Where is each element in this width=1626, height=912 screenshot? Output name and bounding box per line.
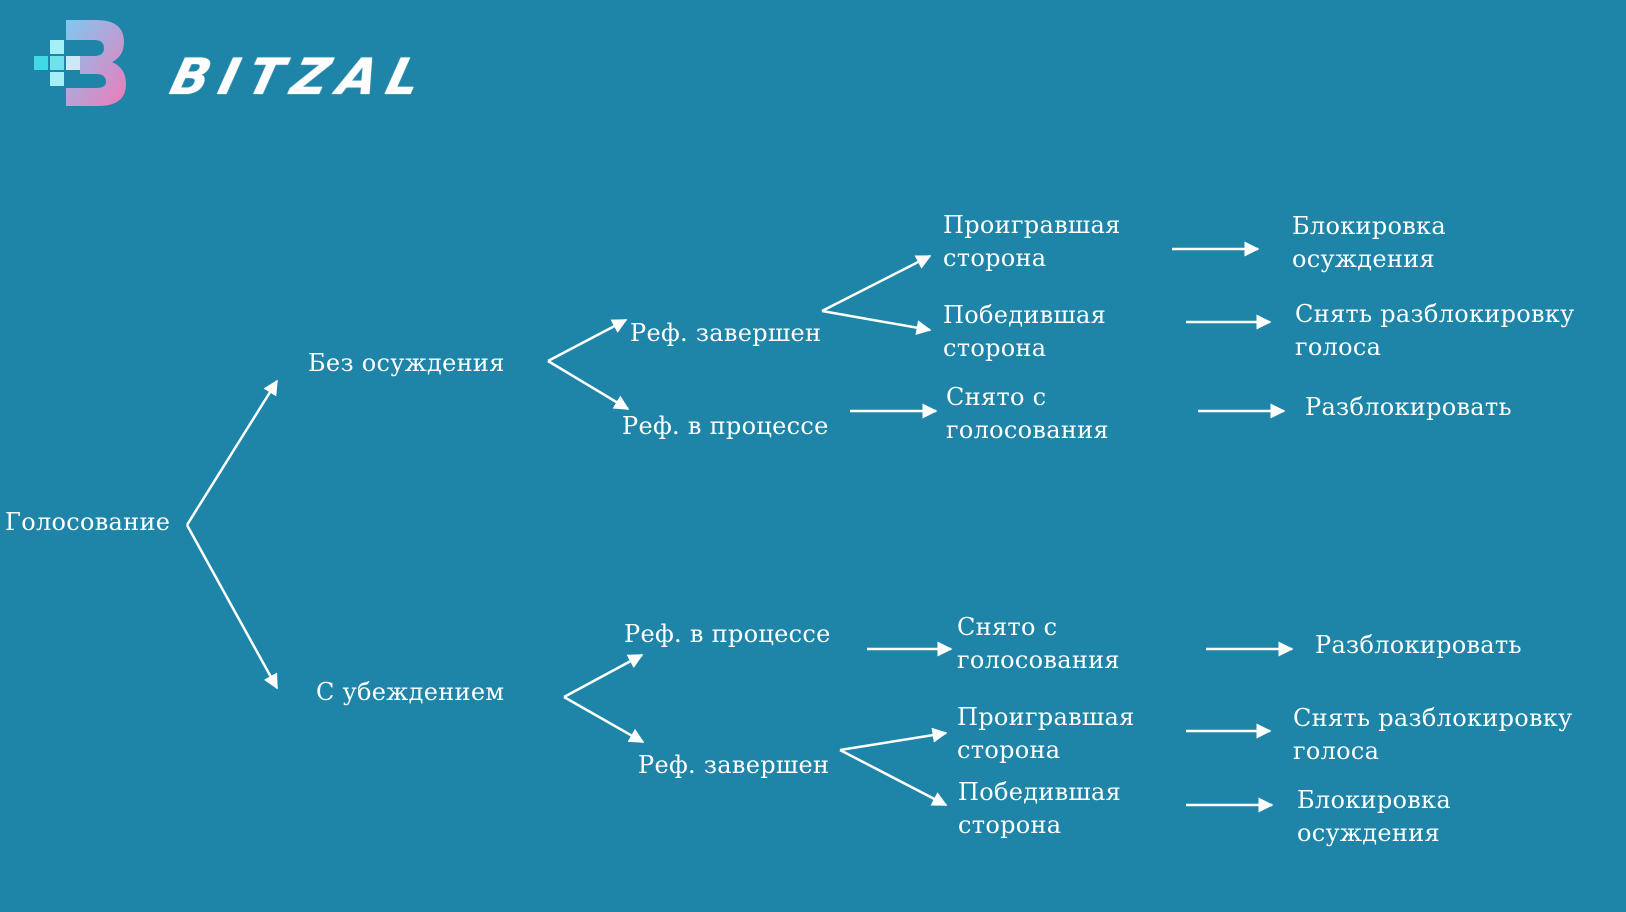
- arrow-b-to-ref-done: [563, 695, 645, 744]
- node-a-block-conviction: Блокировка осуждения: [1292, 212, 1446, 273]
- bitzal-logo: BITZAL: [34, 20, 484, 112]
- node-a-unlock: Разблокировать: [1305, 393, 1512, 421]
- node-a-unlock-vote: Снять разблокировку голоса: [1295, 300, 1575, 361]
- node-with-conviction: С убеждением: [316, 678, 505, 706]
- arrow-voting-to-with-conviction: [185, 524, 279, 690]
- node-no-conviction: Без осуждения: [308, 349, 505, 377]
- node-a-removed: Снято с голосования: [946, 383, 1109, 444]
- arrow-a-to-ref-progress: [547, 359, 630, 411]
- arrow-b-ref-done-to-lost: [839, 727, 948, 752]
- node-b-unlock-vote: Снять разблокировку голоса: [1293, 704, 1573, 765]
- node-b-removed: Снято с голосования: [957, 613, 1120, 674]
- node-b-ref-done: Реф. завершен: [638, 751, 830, 779]
- bitzal-logo-mark: [34, 20, 126, 106]
- node-b-lost-side: Проигравшая сторона: [957, 703, 1135, 764]
- arrow-a-to-ref-done: [547, 318, 628, 363]
- node-a-ref-progress: Реф. в процессе: [622, 412, 829, 440]
- node-b-block-conviction: Блокировка осуждения: [1297, 786, 1451, 847]
- node-b-won-side: Победившая сторона: [958, 778, 1122, 839]
- arrow-a-ref-done-to-won: [821, 309, 932, 336]
- arrow-b-to-ref-progress: [563, 653, 644, 699]
- node-a-won-side: Победившая сторона: [943, 301, 1107, 362]
- arrow-a-ref-done-to-lost: [821, 254, 932, 313]
- node-voting: Голосование: [5, 508, 171, 536]
- node-b-unlock: Разблокировать: [1315, 631, 1522, 659]
- node-a-lost-side: Проигравшая сторона: [943, 211, 1121, 272]
- node-b-ref-progress: Реф. в процессе: [624, 620, 831, 648]
- arrow-b-ref-done-to-won: [839, 748, 948, 807]
- node-a-ref-done: Реф. завершен: [630, 319, 822, 347]
- arrow-voting-to-no-conviction: [185, 379, 279, 526]
